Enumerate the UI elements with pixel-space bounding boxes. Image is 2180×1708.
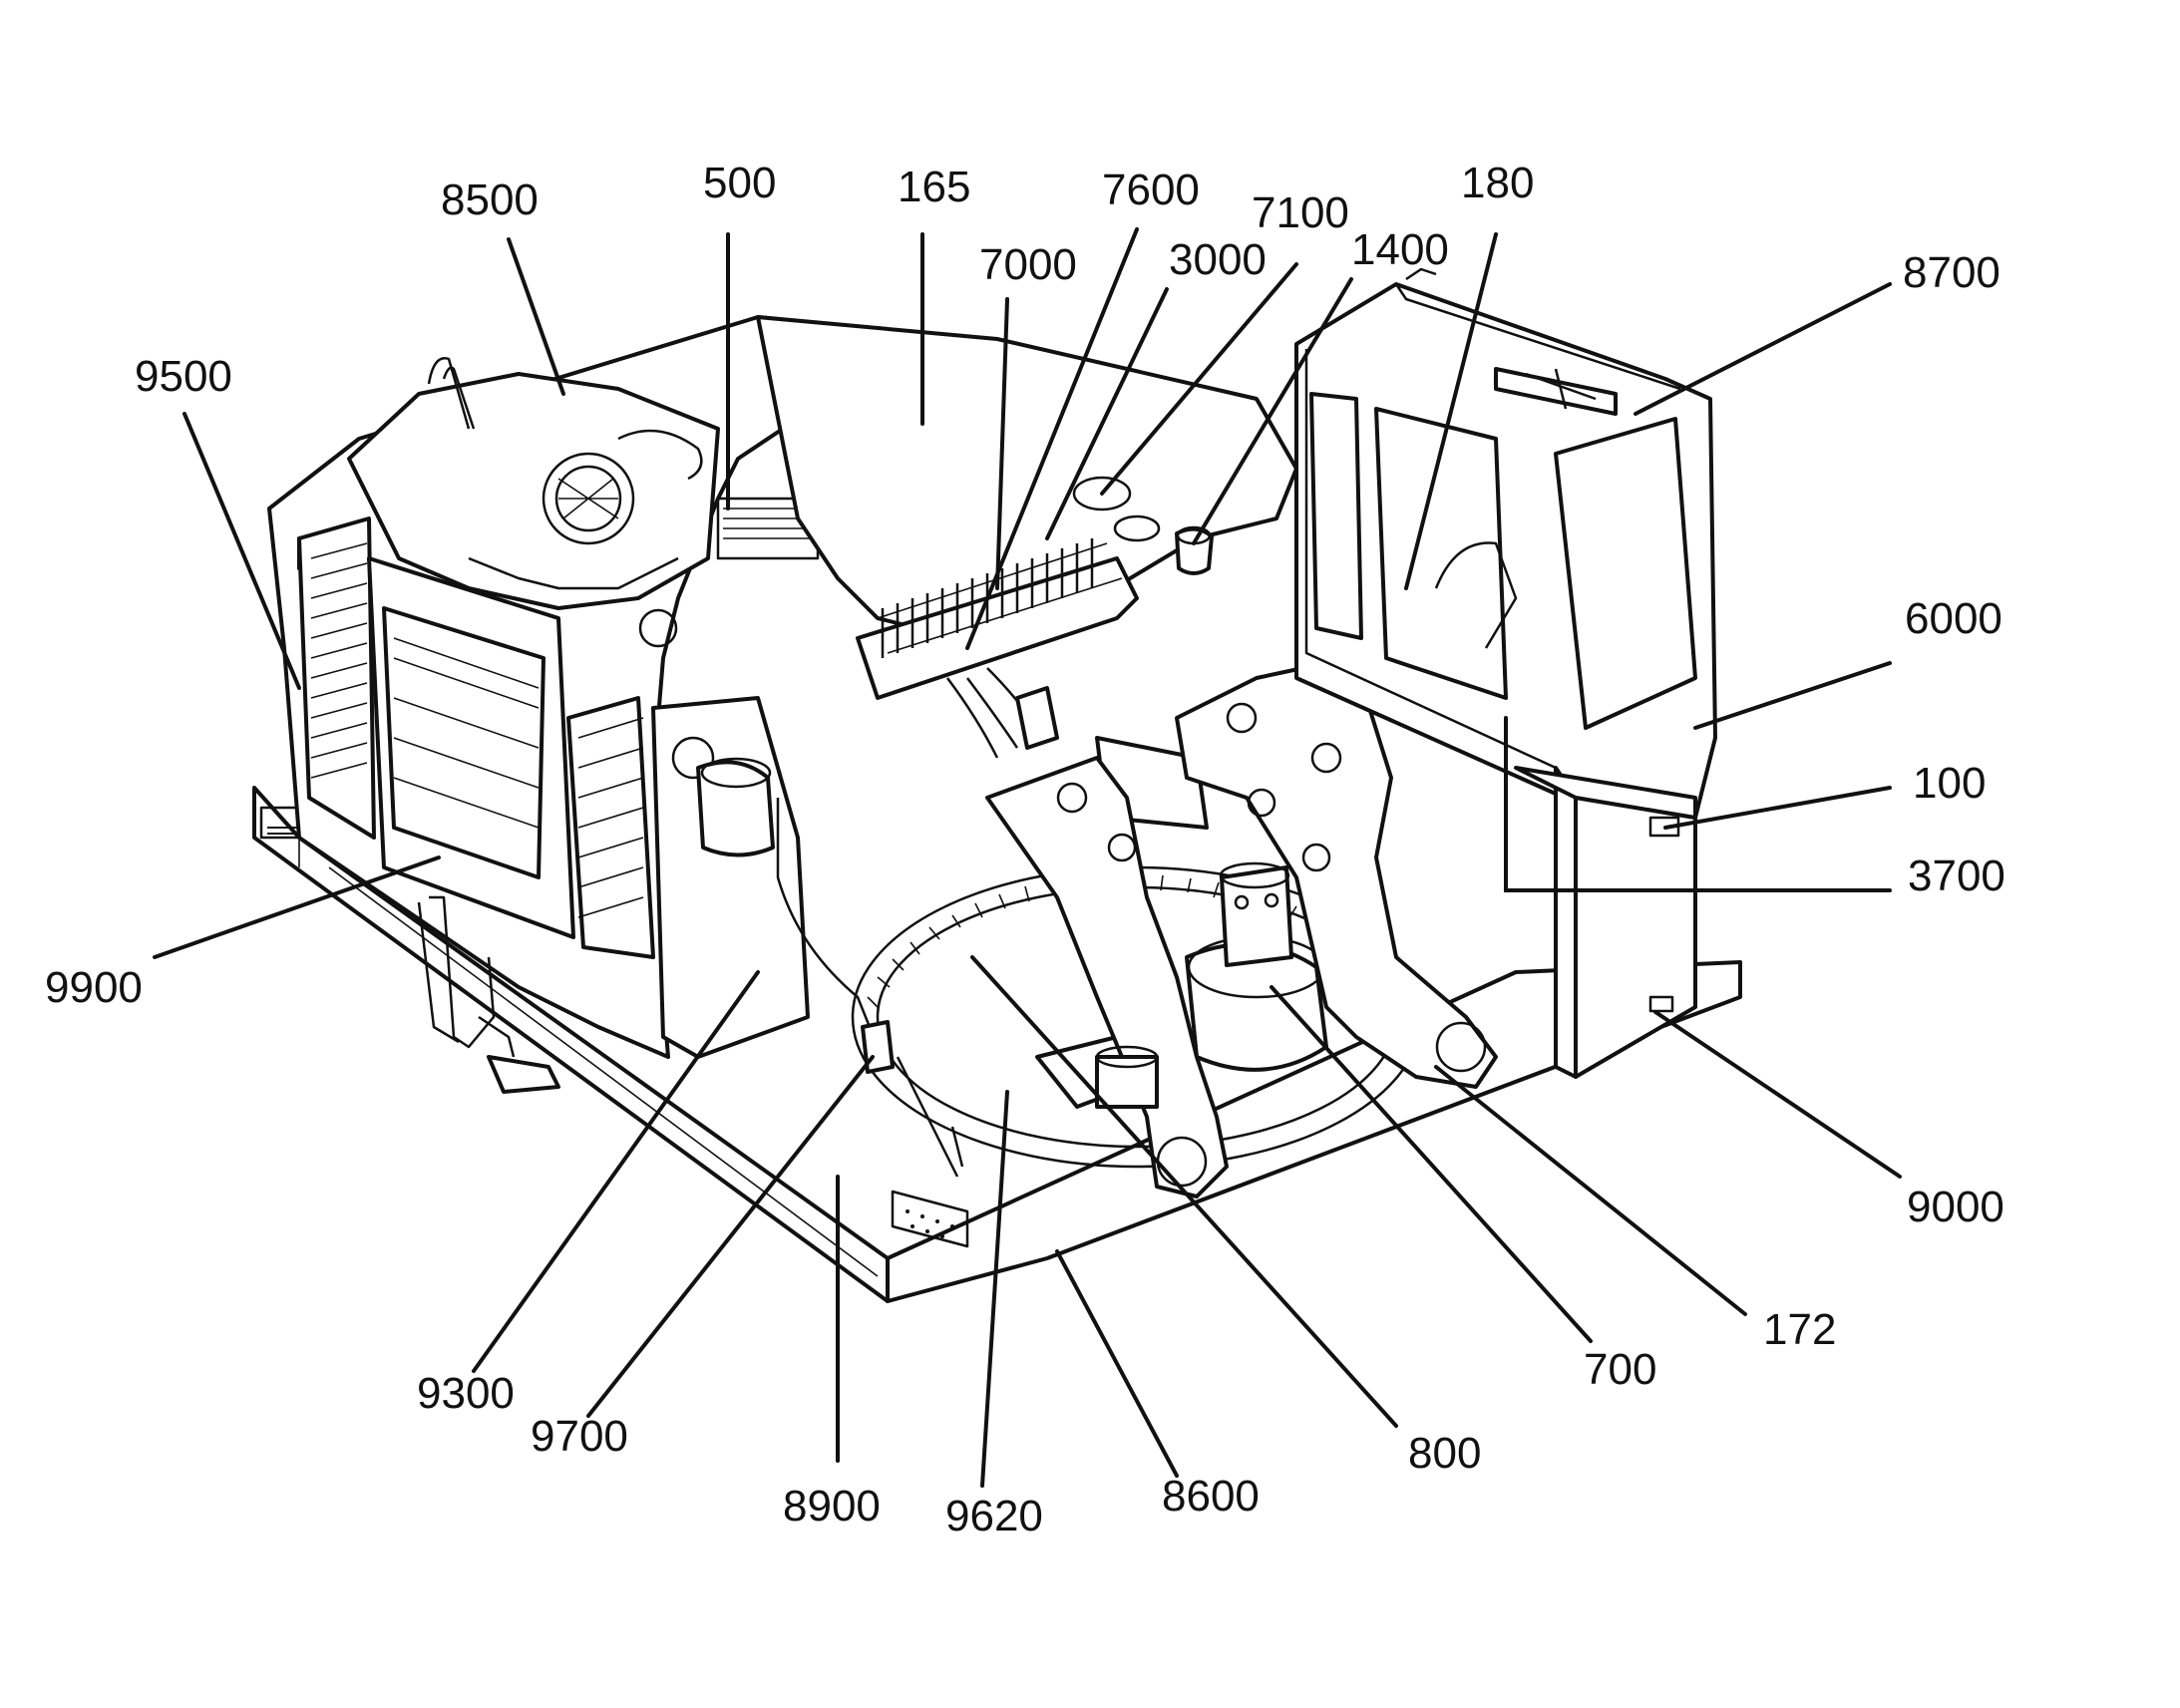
label-9000: 9000 [1907,1183,2004,1231]
engine-assembly [347,357,820,857]
radiator-door [367,556,575,939]
label-8600: 8600 [1162,1472,1260,1521]
leader-100 [1663,786,1892,830]
label-180: 180 [1461,159,1534,207]
label-700: 700 [1584,1345,1656,1394]
label-172: 172 [1763,1305,1836,1354]
leader-9300 [472,970,760,1373]
leader-800 [970,955,1398,1428]
leader-1400 [1192,277,1353,545]
label-3700: 3700 [1908,852,2005,900]
reference-numerals: 8500 500 165 7600 7100 180 7000 3000 140… [45,159,2005,1540]
label-8700: 8700 [1903,248,2000,297]
label-800: 800 [1408,1429,1481,1478]
swing-motor [1185,861,1328,1072]
label-9500: 9500 [135,352,232,401]
label-100: 100 [1913,759,1986,808]
label-9900: 9900 [45,963,143,1012]
label-8900: 8900 [783,1482,881,1531]
radiator-grille [297,516,376,840]
label-6000: 6000 [1905,594,2002,643]
leader-8700 [1634,282,1892,416]
label-7100: 7100 [1252,188,1349,237]
label-1400: 1400 [1351,225,1449,274]
leader-6000 [1693,661,1892,730]
leader-8500 [507,237,565,396]
center-joint [1095,1045,1159,1109]
label-9620: 9620 [945,1492,1043,1540]
label-7000: 7000 [979,240,1077,289]
hydraulic-tank [756,315,1298,640]
label-9300: 9300 [417,1369,515,1418]
leader-9900 [153,855,441,959]
label-8500: 8500 [441,175,539,224]
leader-180 [1404,232,1498,590]
label-3000: 3000 [1169,235,1267,284]
side-panel [651,696,810,1059]
leader-9620 [980,1090,1009,1488]
label-7600: 7600 [1102,166,1200,214]
label-165: 165 [898,163,970,211]
machine-illustration [252,267,1742,1303]
operator-cab [1294,267,1717,1079]
label-9700: 9700 [531,1412,628,1461]
leader-3700 [1504,716,1892,892]
fuel-tank [1514,766,1697,820]
control-valve-block [856,538,1139,759]
leader-9000 [1653,1010,1902,1179]
perforated-step-front [891,1190,969,1248]
label-500: 500 [703,159,776,207]
leader-700 [1270,985,1593,1343]
leader-7100 [1100,262,1298,496]
leader-7600 [965,227,1139,650]
leader-3000 [1045,287,1169,540]
leader-9500 [182,412,301,690]
base-frame [252,786,1742,1303]
valve-spools [881,538,1094,658]
side-cooler [566,696,655,959]
leader-7000 [995,297,1009,590]
leader-9700 [586,1055,875,1418]
leader-8600 [1055,1249,1179,1478]
leader-172 [1434,1065,1747,1316]
leader-lines [153,227,1902,1488]
handrail [417,895,560,1094]
